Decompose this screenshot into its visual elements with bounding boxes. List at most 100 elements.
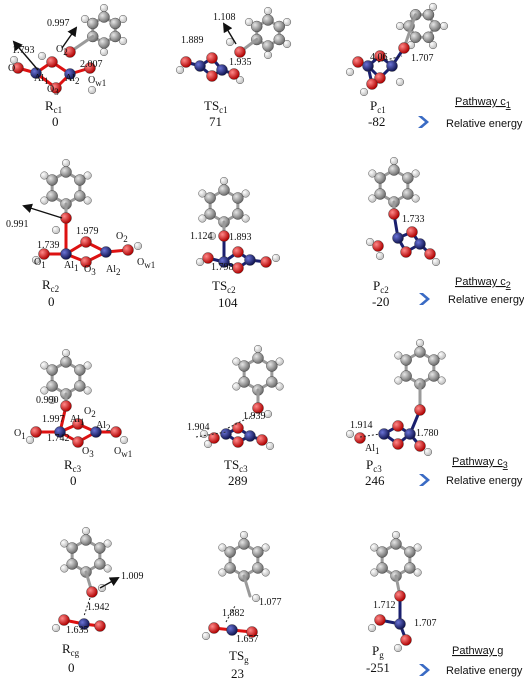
carbon-atom <box>46 364 58 376</box>
oxygen-atom <box>206 52 218 64</box>
carbon-atom <box>98 11 110 23</box>
oxygen-atom <box>372 240 384 252</box>
arrow <box>12 40 39 71</box>
panel-rcg: 1.009 1.942 1.635 Rcg 0 <box>62 571 144 675</box>
structure-name: TSg <box>229 648 249 665</box>
hydrogen-atom <box>241 189 250 198</box>
hydrogen-atom <box>218 543 227 552</box>
energy-value: -82 <box>368 114 385 129</box>
oxygen-atom <box>206 70 218 82</box>
legend-pathway-c3: Pathway c3 Relative energy <box>419 456 523 487</box>
relative-energy-label: Relative energy <box>446 665 523 677</box>
distance-label: 2.007 <box>80 59 103 70</box>
hydrogen-atom <box>232 357 241 366</box>
hydrogen-atom <box>52 624 61 633</box>
arrow <box>61 26 78 49</box>
legend-pathway-c2: Pathway c2 Relative energy <box>419 276 524 306</box>
oxygen-atom <box>398 42 410 54</box>
hydrogen-atom <box>429 41 438 50</box>
oxygen-atom <box>80 236 92 248</box>
hydrogen-atom <box>40 171 49 180</box>
oxygen-atom <box>394 590 406 602</box>
dashed-bond <box>225 605 236 623</box>
hydrogen-atom <box>368 169 377 178</box>
oxygen-atom <box>60 400 72 412</box>
oxygen-atom <box>392 438 404 450</box>
distance-label: 1.077 <box>259 597 282 608</box>
oxygen-atom <box>86 586 98 598</box>
aluminum-atom <box>386 60 398 72</box>
oxygen-atom <box>406 226 418 238</box>
carbon-atom <box>66 542 78 554</box>
arrow <box>222 22 237 45</box>
hydrogen-atom <box>103 564 112 573</box>
oxygen-atom <box>60 212 72 224</box>
hydrogen-atom <box>232 382 241 391</box>
distance-label: 1.124 <box>190 231 213 242</box>
atom-label: Al1 <box>34 73 49 86</box>
structure-name: Rc1 <box>45 98 62 115</box>
carbon-atom <box>252 546 264 558</box>
hydrogen-atom <box>390 156 399 165</box>
oxygen-atom <box>260 256 272 268</box>
hydrogen-atom <box>264 6 273 15</box>
aluminum-atom <box>220 428 232 440</box>
oxygen-atom <box>30 426 42 438</box>
legend-pathway-g: Pathway g Relative energy <box>419 645 523 677</box>
hydrogen-atom <box>396 22 405 31</box>
carbon-atom <box>74 174 86 186</box>
atom-label: O1 <box>34 257 46 270</box>
carbon-atom <box>74 364 86 376</box>
oxygen-atom <box>414 440 426 452</box>
oxygen-atom <box>252 402 264 414</box>
hydrogen-atom <box>52 225 61 234</box>
hydrogen-atom <box>60 539 69 548</box>
hydrogen-atom <box>32 256 41 265</box>
hydrogen-atom <box>394 376 403 385</box>
aluminum-atom <box>216 64 228 76</box>
energy-value: 289 <box>228 473 248 488</box>
hydrogen-atom <box>119 37 128 46</box>
hydrogen-atom <box>394 644 403 653</box>
carbon-atom <box>376 546 388 558</box>
relative-energy-label: Relative energy <box>448 294 524 306</box>
aluminum-atom <box>226 624 238 636</box>
oxygen-atom <box>64 46 76 58</box>
aluminum-atom <box>362 60 374 72</box>
carbon-atom <box>109 17 121 30</box>
hydrogen-atom <box>83 196 92 205</box>
oxygen-atom <box>424 248 436 260</box>
hydrogen-atom <box>48 396 57 405</box>
oxygen-atom <box>374 72 386 84</box>
hydrogen-atom <box>368 194 377 203</box>
carbon-atom <box>262 14 274 26</box>
structure-name: Rc2 <box>42 277 59 294</box>
hydrogen-atom <box>424 448 433 457</box>
hydrogen-atom <box>253 345 262 354</box>
pathway-label: Pathway c3 <box>452 456 508 470</box>
carbon-atom <box>204 192 216 204</box>
carbon-atom <box>109 30 121 43</box>
hydrogen-atom <box>60 564 69 573</box>
oxygen-atom <box>400 634 412 646</box>
structure-name: TSc1 <box>204 98 228 115</box>
aluminum-atom <box>54 426 66 438</box>
hydrogen-atom <box>103 539 112 548</box>
hydrogen-atom <box>83 171 92 180</box>
structure-name: Rcg <box>62 641 80 658</box>
carbon-atom <box>402 172 414 184</box>
carbon-atom <box>46 380 58 392</box>
oxygen-atom <box>354 432 366 444</box>
oxygen-atom <box>374 614 386 626</box>
hydrogen-atom <box>83 361 92 370</box>
oxygen-atom <box>246 626 258 638</box>
energy-value: -251 <box>366 660 390 675</box>
distance-label: 1.935 <box>229 57 252 68</box>
carbon-atom <box>429 20 441 32</box>
oxygen-atom <box>202 252 214 264</box>
panel-rc3: 0.990 1.997 Al1 O2 Al2 O1 1.742 O3 Ow1 R… <box>14 395 132 488</box>
carbon-atom <box>252 562 264 574</box>
carbon-atom <box>238 538 250 550</box>
